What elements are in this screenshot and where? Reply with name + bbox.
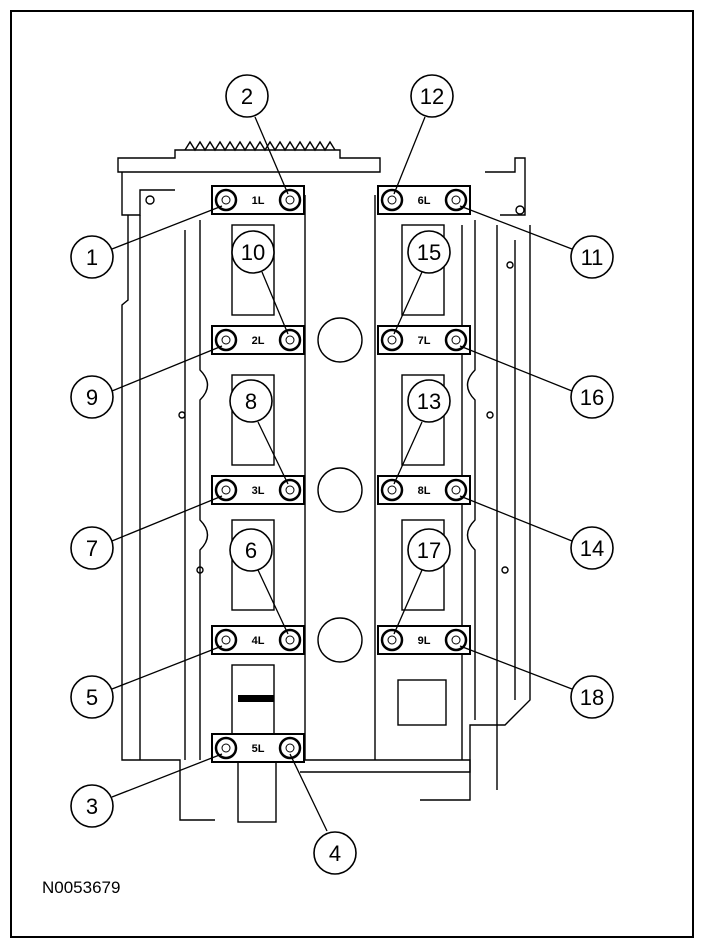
callout-number: 16 — [580, 385, 604, 410]
callout-8 — [229, 379, 273, 423]
callout-number: 1 — [86, 245, 98, 270]
cap-label: 1L — [252, 195, 265, 207]
cap-label: 4L — [252, 635, 265, 647]
callout-number: 7 — [86, 536, 98, 561]
callout-number: 6 — [245, 538, 257, 563]
callout-circles — [70, 74, 614, 875]
callout-number: 14 — [580, 536, 604, 561]
callout-16 — [570, 375, 614, 419]
callout-number: 11 — [581, 245, 604, 270]
callout-12 — [410, 74, 454, 118]
callout-number: 18 — [580, 685, 604, 710]
callout-14 — [570, 526, 614, 570]
callout-number: 13 — [417, 389, 441, 414]
callout-15 — [407, 230, 451, 274]
cap-label: 6L — [418, 195, 431, 207]
callout-11 — [570, 235, 614, 279]
cap-label: 7L — [418, 335, 431, 347]
callout-7 — [70, 526, 114, 570]
callout-13 — [407, 379, 451, 423]
bearing-cap-1L: 1L — [211, 185, 305, 215]
bearing-cap-4L: 4L — [211, 625, 305, 655]
diagram-frame — [10, 10, 694, 938]
callout-number: 2 — [241, 84, 253, 109]
figure-id: N0053679 — [42, 878, 120, 897]
bearing-cap-3L: 3L — [211, 475, 305, 505]
callout-number: 4 — [329, 841, 341, 866]
callout-number: 17 — [417, 538, 441, 563]
bearing-cap-5L: 5L — [211, 733, 305, 763]
callout-number: 10 — [241, 240, 265, 265]
callout-2 — [225, 74, 269, 118]
callout-4 — [313, 831, 357, 875]
cap-label: 5L — [252, 743, 265, 755]
cylinder-head-outline — [117, 140, 531, 823]
callout-numbers: 1 2 3 4 5 6 7 8 9 10 11 12 13 14 15 16 1… — [86, 84, 604, 866]
callout-18 — [570, 675, 614, 719]
callout-17 — [407, 528, 451, 572]
cap-label: 8L — [418, 485, 431, 497]
cap-label: 3L — [252, 485, 265, 497]
cap-label: 9L — [418, 635, 431, 647]
callout-1 — [70, 235, 114, 279]
bearing-cap-2L: 2L — [211, 325, 305, 355]
callout-number: 3 — [86, 794, 98, 819]
bearing-cap-7L: 7L — [377, 325, 471, 355]
bearing-cap-6L: 6L — [377, 185, 471, 215]
callout-number: 5 — [86, 685, 98, 710]
callout-10 — [231, 230, 275, 274]
callout-number: 9 — [86, 385, 98, 410]
shim-block — [238, 695, 274, 702]
bearing-cap-9L: 9L — [377, 625, 471, 655]
bearing-cap-8L: 8L — [377, 475, 471, 505]
leader-lines — [111, 116, 573, 832]
callout-5 — [70, 675, 114, 719]
callout-6 — [229, 528, 273, 572]
cap-label: 2L — [252, 335, 265, 347]
callout-9 — [70, 375, 114, 419]
callout-3 — [70, 784, 114, 828]
callout-number: 15 — [417, 240, 441, 265]
callout-number: 8 — [245, 389, 257, 414]
callout-number: 12 — [420, 84, 444, 109]
